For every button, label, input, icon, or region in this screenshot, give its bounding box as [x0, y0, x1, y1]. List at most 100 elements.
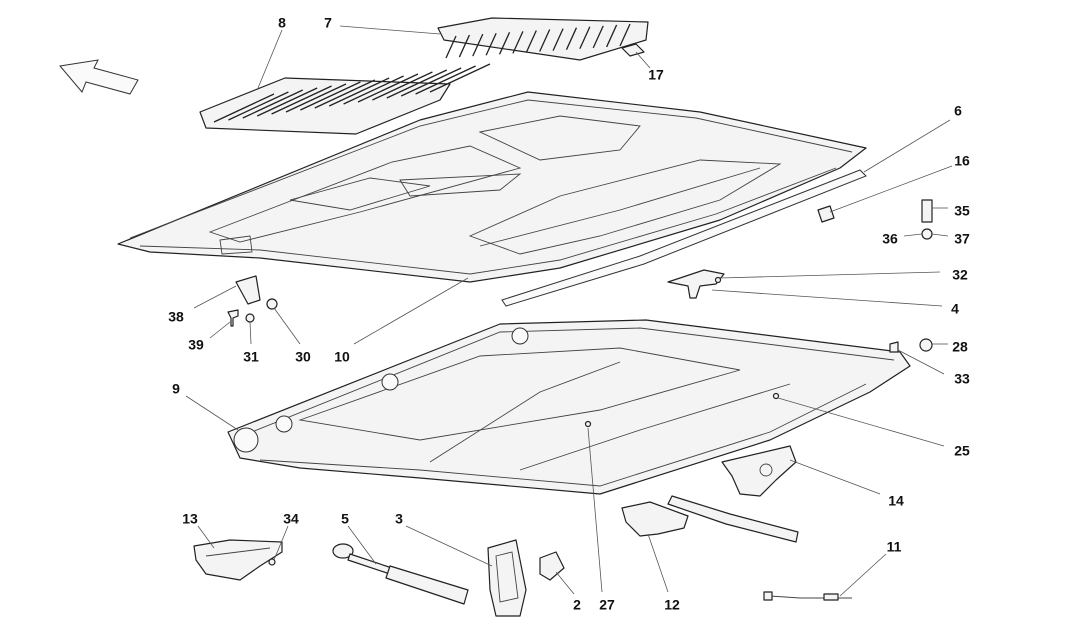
leader-line-6 [863, 119, 951, 173]
leader-line-13 [197, 525, 215, 549]
part-10-hood-panel[interactable] [117, 91, 867, 283]
leader-line-27 [587, 427, 603, 593]
part-34-screw[interactable] [268, 558, 276, 566]
callout-13[interactable]: 13 [182, 511, 198, 527]
part-28-grommet[interactable] [919, 338, 933, 352]
part-30-nut[interactable] [266, 298, 278, 310]
part-6-seal-strip[interactable] [501, 169, 867, 307]
callout-14[interactable]: 14 [888, 493, 904, 509]
part-7-right-grille[interactable] [437, 17, 649, 61]
leader-line-25 [777, 397, 945, 447]
part-38-bracket[interactable] [235, 275, 261, 305]
callout-39[interactable]: 39 [188, 337, 204, 353]
part-25-screw[interactable] [772, 392, 780, 400]
part-17-clip[interactable] [621, 43, 645, 57]
leader-line-33 [897, 349, 945, 375]
part-8-left-grille[interactable] [199, 63, 491, 135]
grille-8-slat [328, 77, 390, 107]
callout-5[interactable]: 5 [341, 511, 349, 527]
callout-4[interactable]: 4 [951, 301, 959, 317]
part-2-buffer[interactable] [539, 551, 565, 581]
callout-7[interactable]: 7 [324, 15, 332, 31]
grille-7-slat [619, 23, 631, 47]
grille-7-slat [552, 28, 564, 51]
leader-line-37 [931, 233, 949, 237]
leader-line-5 [347, 525, 377, 565]
part-12-hinge[interactable] [621, 501, 689, 537]
leader-line-16 [829, 165, 953, 213]
leader-line-17 [635, 51, 651, 69]
leader-line-31 [249, 321, 252, 345]
leader-line-39 [209, 321, 231, 339]
callout-25[interactable]: 25 [954, 443, 970, 459]
callout-12[interactable]: 12 [664, 597, 680, 613]
callout-9[interactable]: 9 [172, 381, 180, 397]
grille-8-slat [343, 75, 404, 105]
grille-8-slat [300, 81, 361, 111]
grille-7-slat [458, 34, 470, 58]
grille-7-slat [498, 32, 511, 55]
part-11-cable[interactable] [763, 591, 852, 601]
grille-8-slat [400, 67, 462, 97]
part-14-latch[interactable] [721, 445, 797, 497]
leader-line-8 [257, 29, 283, 89]
callout-37[interactable]: 37 [954, 231, 970, 247]
leader-line-12 [647, 533, 669, 593]
leader-line-3 [405, 525, 493, 567]
callout-16[interactable]: 16 [954, 153, 970, 169]
callout-8[interactable]: 8 [278, 15, 286, 31]
leader-line-30 [273, 307, 301, 345]
leader-line-9 [185, 395, 239, 431]
part-4-bracket[interactable] [667, 269, 725, 299]
grille-8-slat [386, 69, 448, 99]
callout-38[interactable]: 38 [168, 309, 184, 325]
part-27-screw[interactable] [584, 420, 592, 428]
callout-34[interactable]: 34 [283, 511, 299, 527]
leader-line-38 [193, 285, 237, 309]
part-31-nut[interactable] [245, 313, 255, 323]
callout-35[interactable]: 35 [954, 203, 970, 219]
grille-7-slat [565, 27, 578, 50]
callout-28[interactable]: 28 [952, 339, 968, 355]
part-13-hinge[interactable] [193, 539, 283, 581]
part-37-washer[interactable] [921, 228, 933, 240]
leader-line-4 [711, 289, 943, 307]
grille-8-slat [213, 93, 275, 123]
gas-strut-right[interactable] [667, 495, 799, 543]
callout-2[interactable]: 2 [573, 597, 581, 613]
callout-27[interactable]: 27 [599, 597, 615, 613]
part-3-cover[interactable] [487, 539, 527, 617]
callout-32[interactable]: 32 [952, 267, 968, 283]
leader-line-34 [273, 525, 289, 561]
grille-8-slat [415, 65, 476, 95]
part-39-bolt[interactable] [227, 309, 239, 327]
callout-31[interactable]: 31 [243, 349, 259, 365]
callout-6[interactable]: 6 [954, 103, 962, 119]
grille-7-slat [606, 24, 618, 48]
callout-30[interactable]: 30 [295, 349, 311, 365]
callout-11[interactable]: 11 [887, 539, 902, 555]
callout-3[interactable]: 3 [395, 511, 403, 527]
leader-line-32 [719, 271, 941, 279]
callout-33[interactable]: 33 [954, 371, 970, 387]
grille-7-slat [579, 26, 591, 50]
grille-7-slat [445, 35, 457, 59]
part-9-inner-frame[interactable] [227, 319, 911, 495]
grille-7-slat [592, 25, 604, 49]
callout-17[interactable]: 17 [648, 67, 664, 83]
part-16-bump-stop[interactable] [817, 205, 835, 223]
part-33-clip[interactable] [889, 341, 899, 353]
callout-36[interactable]: 36 [882, 231, 898, 247]
part-5-gas-strut[interactable] [332, 543, 469, 605]
part-35-stud[interactable] [921, 199, 933, 223]
leader-lines [185, 25, 953, 597]
grille-8-slat [271, 85, 332, 115]
leader-line-36 [903, 233, 923, 237]
callout-10[interactable]: 10 [334, 349, 350, 365]
grille-8-slat [256, 87, 318, 117]
leader-line-11 [839, 553, 887, 597]
part-32-screw[interactable] [714, 276, 722, 284]
grille-7-slat [525, 30, 537, 53]
grille-8-slat [242, 89, 304, 119]
